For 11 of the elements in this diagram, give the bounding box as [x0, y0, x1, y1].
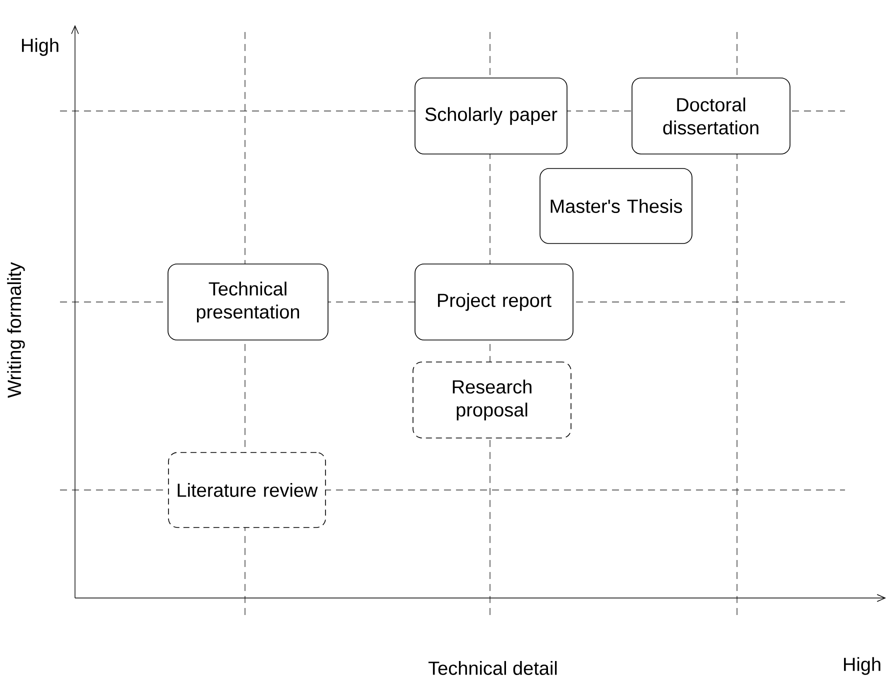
rounded-box: Technical presentation — [168, 264, 328, 340]
rounded-box: Research proposal — [412, 362, 572, 438]
rounded-box: Doctoral dissertation — [632, 78, 790, 154]
axis-label: High — [844, 657, 880, 675]
axis-label: High — [22, 38, 58, 56]
rounded-box: Scholarly paper — [414, 78, 568, 154]
rounded-box: Literature review — [168, 452, 326, 528]
axis-title: Technical detail — [428, 661, 557, 675]
axis-title: Writing formality — [7, 262, 25, 398]
rounded-box: Master's Thesis — [540, 168, 692, 244]
rounded-box: Project report — [414, 264, 574, 340]
